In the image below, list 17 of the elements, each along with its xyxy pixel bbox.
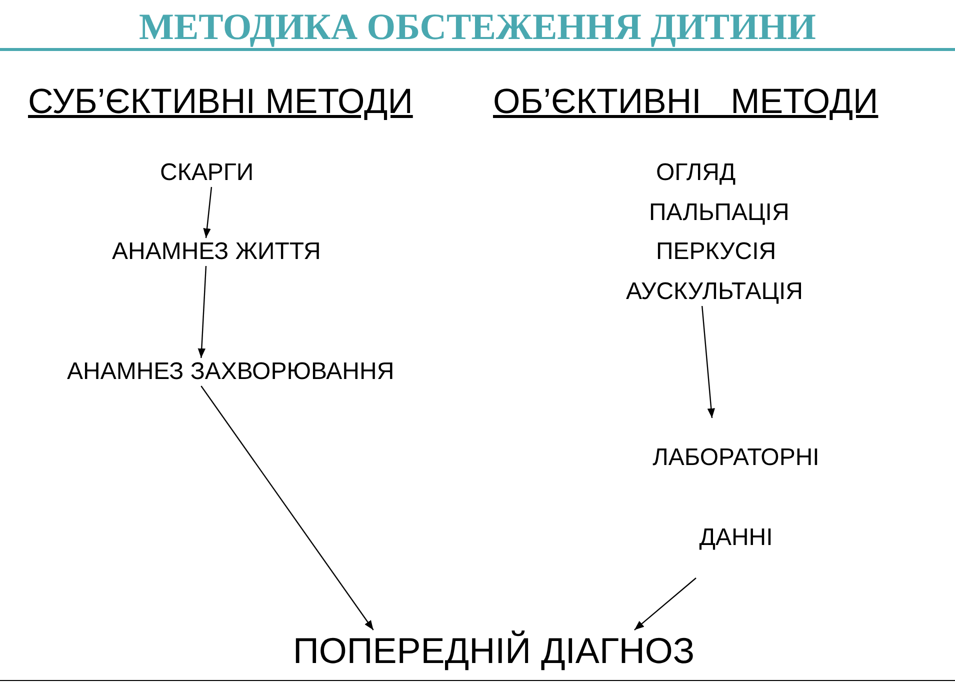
- node-text: АУСКУЛЬТАЦІЯ: [626, 278, 803, 306]
- node-text: СКАРГИ: [160, 159, 254, 187]
- arrow: [702, 306, 715, 418]
- arrow: [203, 186, 212, 238]
- node-text: ПОПЕРЕДНІЙ ДІАГНОЗ: [293, 630, 695, 672]
- arrow: [198, 266, 207, 358]
- section-heading: ОБ’ЄКТИВНІ МЕТОДИ: [493, 82, 878, 122]
- node-text: ПЕРКУСІЯ: [656, 238, 776, 266]
- node-text: ОГЛЯД: [656, 159, 736, 187]
- node-text: АНАМНЕЗ ЗАХВОРЮВАННЯ: [67, 358, 394, 386]
- section-heading: СУБ’ЄКТИВНІ МЕТОДИ: [28, 82, 413, 122]
- node-text: ПАЛЬПАЦІЯ: [649, 199, 790, 227]
- node-text: АНАМНЕЗ ЖИТТЯ: [112, 238, 321, 266]
- arrow: [634, 578, 696, 630]
- node-text: ЛАБОРАТОРНІ ДАННІ: [636, 418, 836, 578]
- arrow: [200, 386, 374, 630]
- title: МЕТОДИКА ОБСТЕЖЕННЯ ДИТИНИ: [138, 6, 817, 49]
